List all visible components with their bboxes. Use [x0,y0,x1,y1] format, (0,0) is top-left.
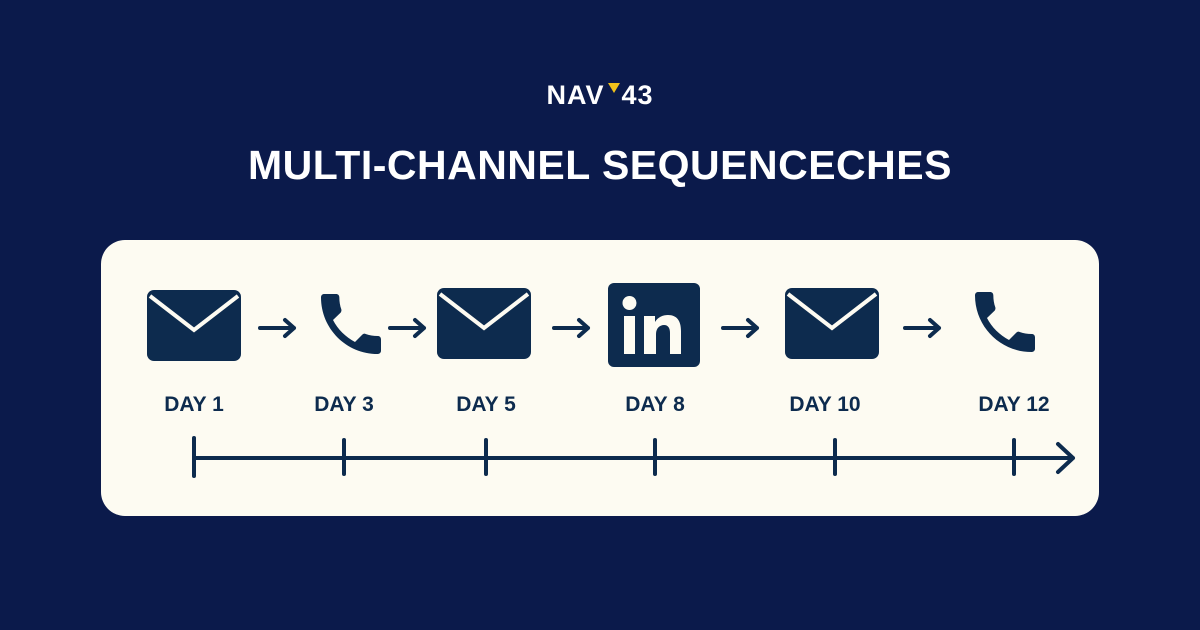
day-label: DAY 8 [625,393,685,416]
sequence-card [101,240,1099,516]
email-icon [147,290,241,361]
phone-icon [965,279,1045,365]
email-icon [785,288,879,359]
linkedin-icon [608,283,700,367]
timeline-axis [192,436,1075,478]
day-label: DAY 1 [164,393,224,416]
arrow-right-icon [721,318,759,338]
phone-icon [311,281,391,367]
logo-triangle-icon [608,83,621,93]
logo-text-right: 43 [621,80,654,110]
arrow-right-icon [903,318,941,338]
day-label: DAY 10 [789,393,861,416]
day-label: DAY 12 [978,393,1050,416]
day-label: DAY 3 [314,393,374,416]
logo-text-left: NAV [546,80,605,110]
arrow-right-icon [258,318,296,338]
arrow-right-icon [388,318,426,338]
day-label: DAY 5 [456,393,516,416]
email-icon [437,288,531,359]
arrow-right-icon [552,318,590,338]
logo: NAV 43 [0,80,1200,111]
page-title: MULTI-CHANNEL SEQUENCECHES [248,142,952,188]
